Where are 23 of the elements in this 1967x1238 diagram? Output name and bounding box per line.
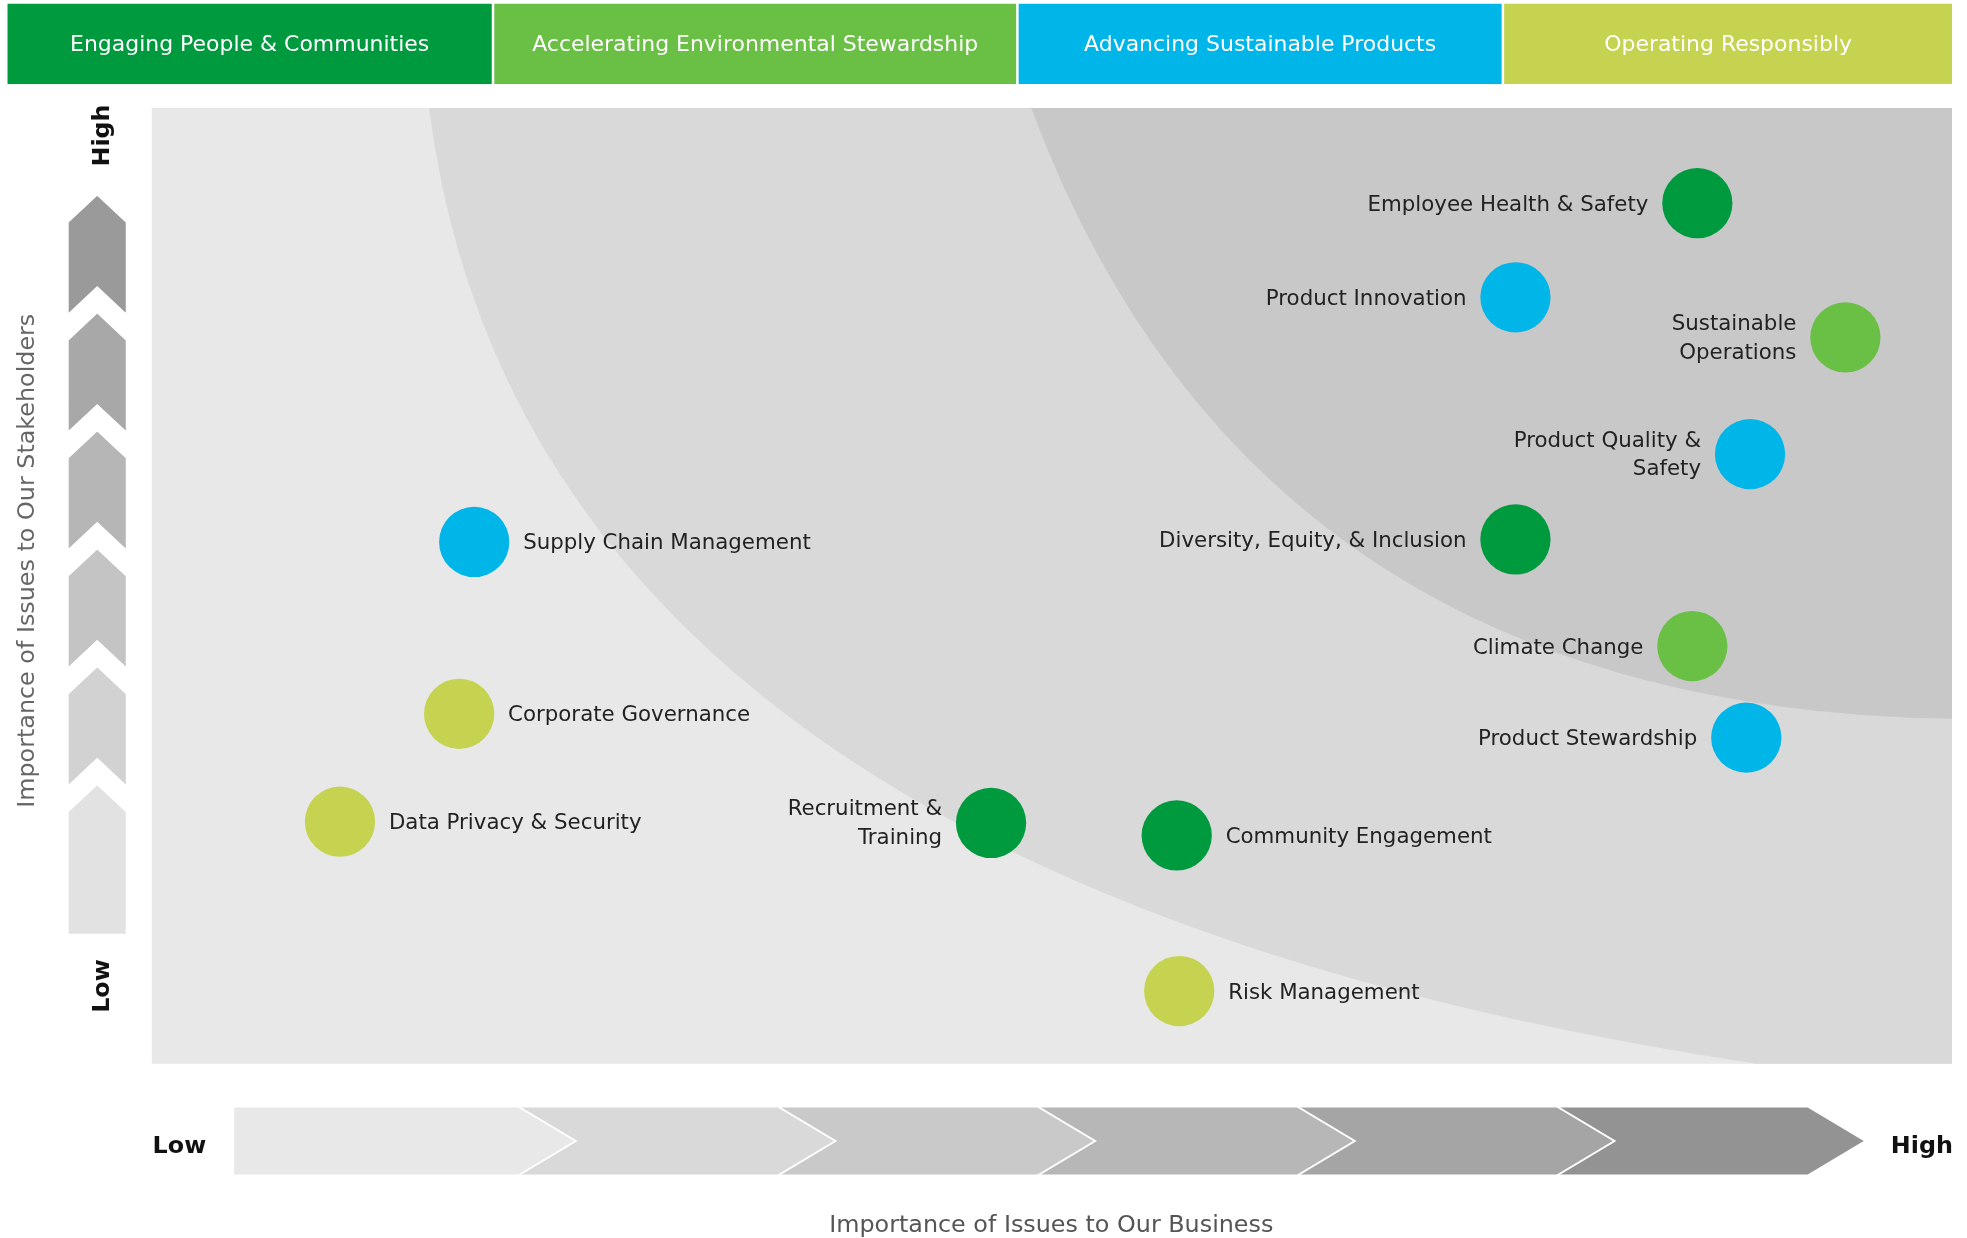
legend-label: Engaging People & Communities [70, 31, 430, 57]
axis-label: Low [152, 1130, 207, 1158]
issue-label: Data Privacy & Security [388, 807, 642, 836]
issue-label: Employee Health & Safety [1367, 189, 1649, 218]
issue-label: Recruitment & Training [786, 794, 943, 852]
axis-label: High [86, 104, 115, 167]
issue-label: Product Innovation [1265, 283, 1467, 312]
issue-label: Product Stewardship [1478, 723, 1698, 752]
axis-title: Importance of Issues to Our Business [829, 1209, 1274, 1237]
issue-label: Supply Chain Management [523, 527, 811, 556]
issue-label: Risk Management [1228, 976, 1420, 1005]
issue-label: Sustainable Operations [1670, 308, 1797, 366]
issue-label: Corporate Governance [508, 699, 751, 728]
legend-label: Advancing Sustainable Products [1084, 31, 1437, 57]
issue-label: Community Engagement [1225, 821, 1492, 850]
axis-label: Low [86, 959, 115, 1013]
legend-label: Operating Responsibly [1604, 31, 1852, 57]
issue-label: Diversity, Equity, & Inclusion [1159, 525, 1467, 554]
axis-label: High [1890, 1130, 1953, 1158]
legend-label: Accelerating Environmental Stewardship [532, 31, 979, 57]
issue-label: Product Quality & Safety [1512, 425, 1702, 483]
axis-title: Importance of Issues to Our Stakeholders [11, 313, 39, 808]
issue-label: Climate Change [1472, 631, 1644, 660]
